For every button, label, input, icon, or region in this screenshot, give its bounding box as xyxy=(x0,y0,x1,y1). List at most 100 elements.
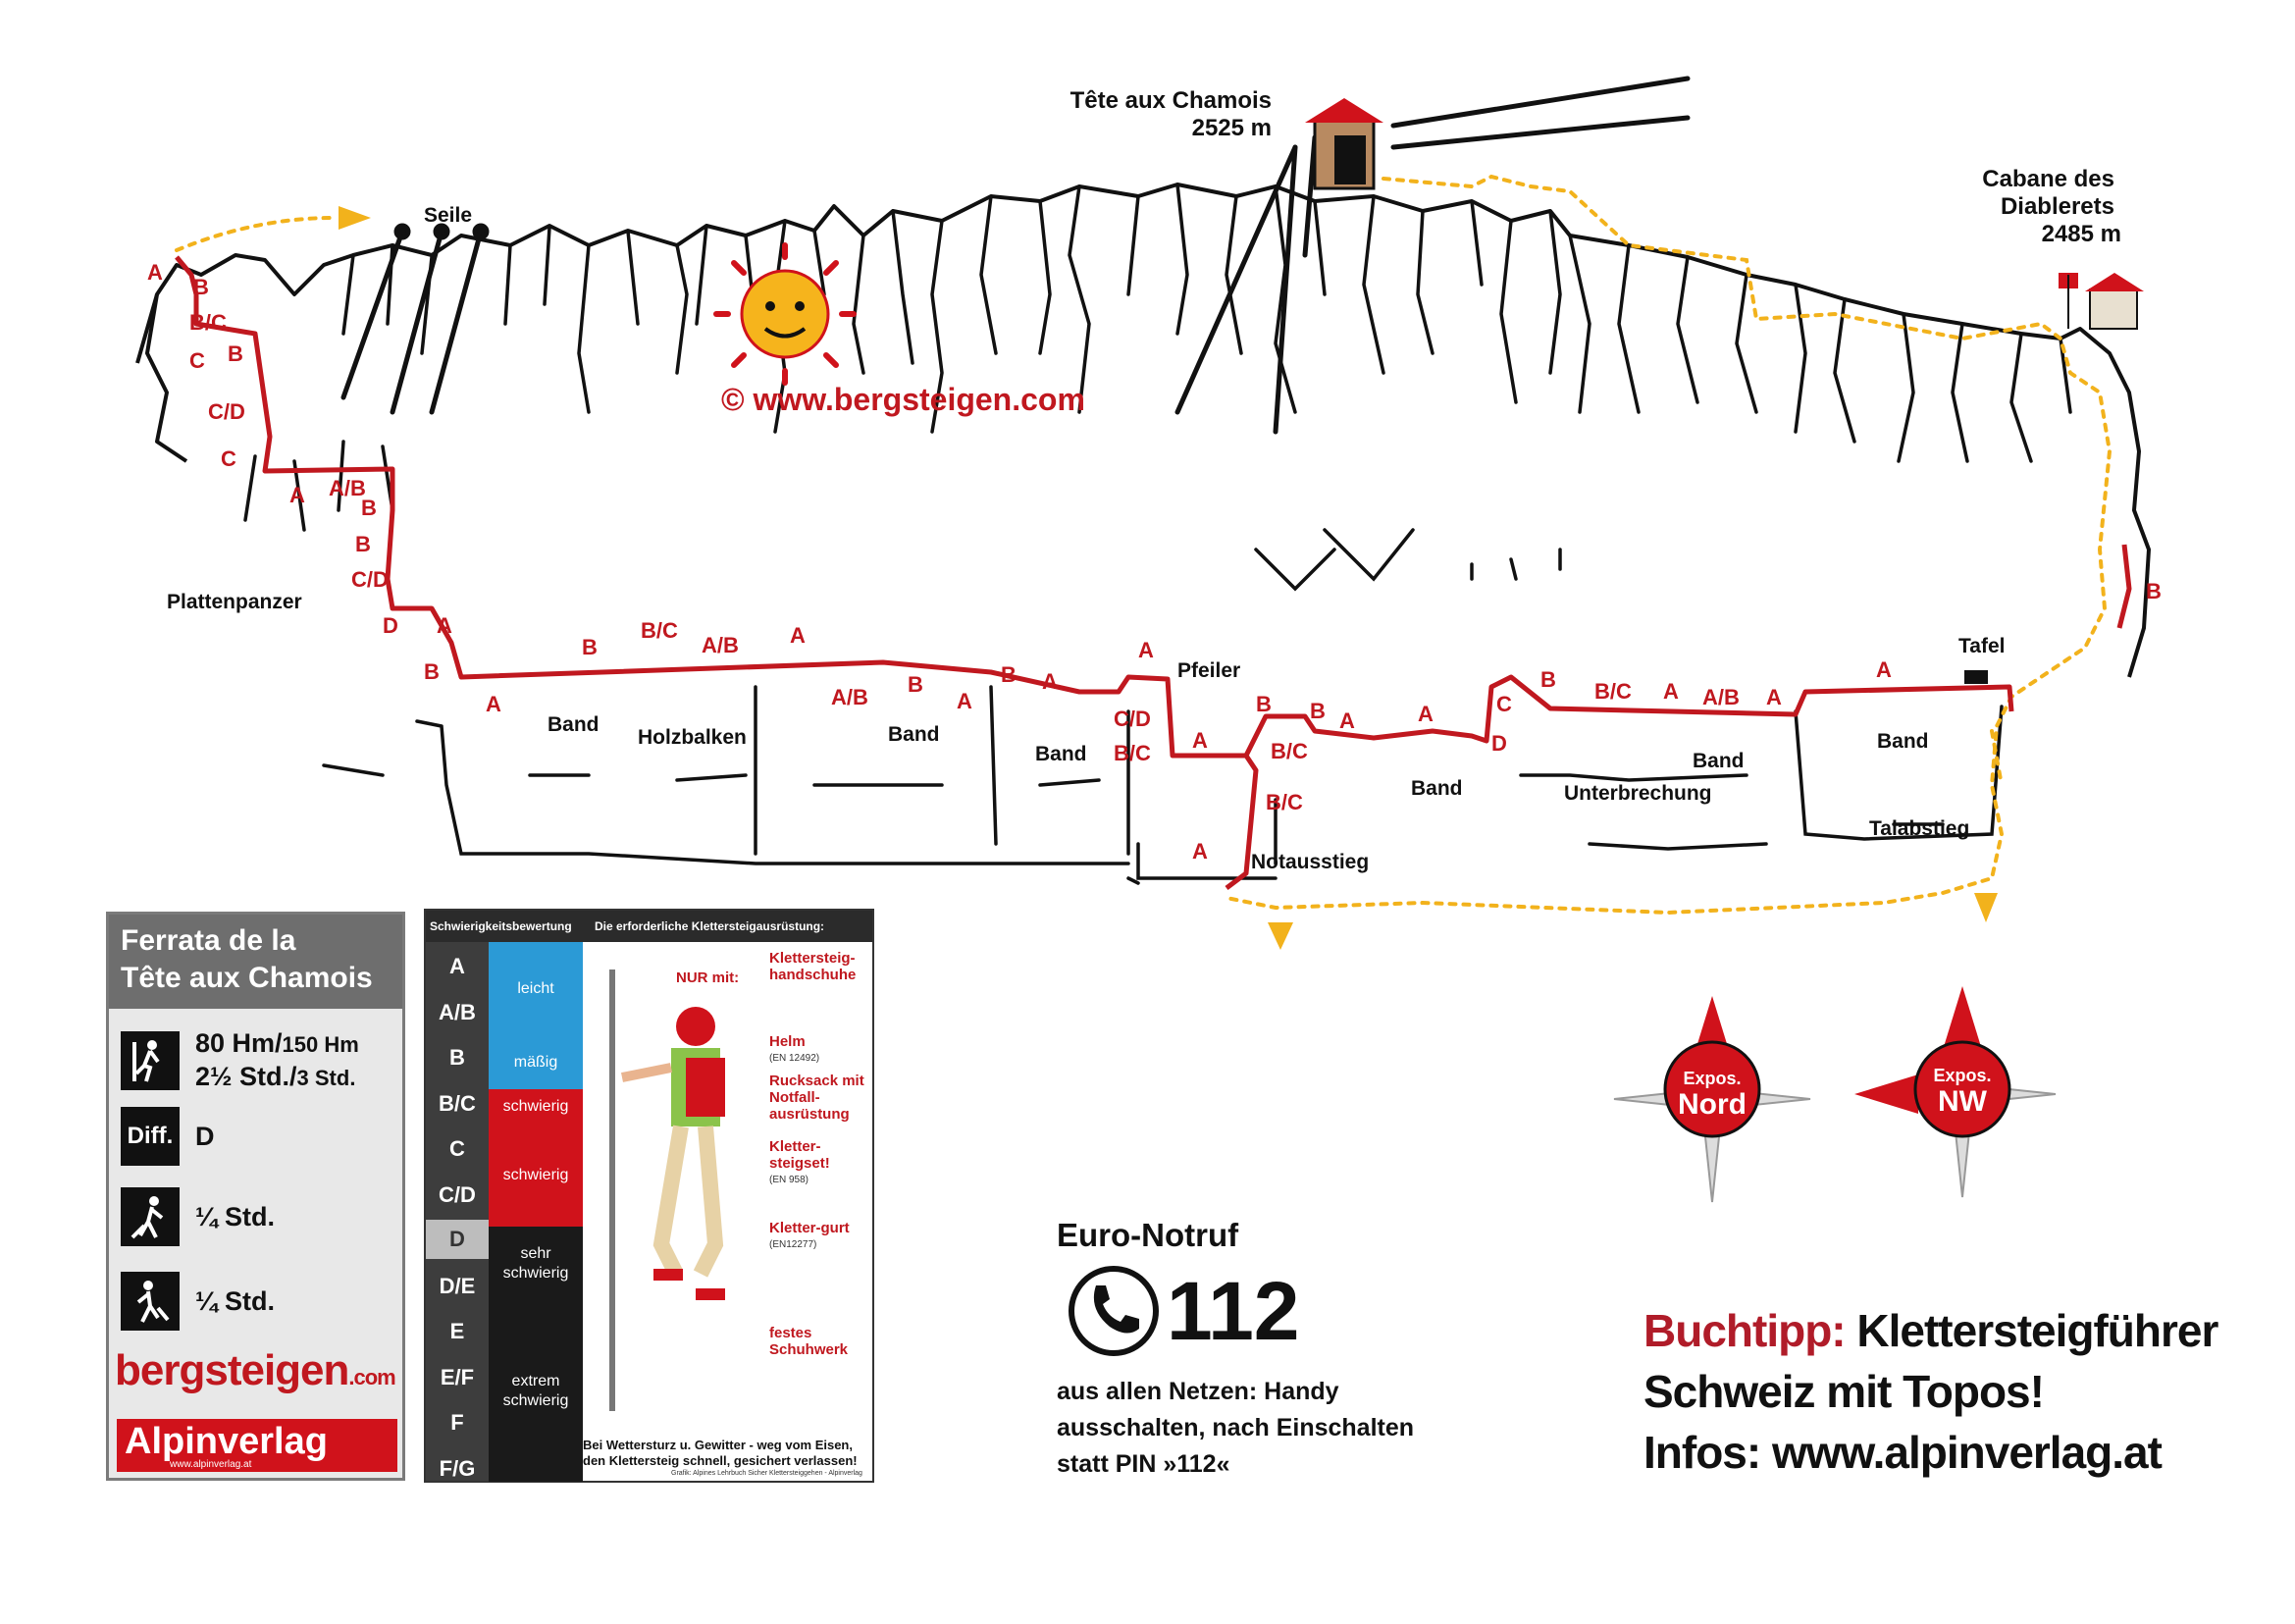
grade-scale-item: E xyxy=(449,1319,465,1343)
seile-ropes xyxy=(340,223,490,415)
route-grade-label: B xyxy=(582,635,598,659)
route-grade-label: A xyxy=(1876,657,1892,682)
tete-name: Tête aux Chamois xyxy=(1070,87,1272,114)
compass-nw-line2: NW xyxy=(1938,1085,1988,1118)
route-grade-label: B xyxy=(361,496,377,520)
route-grade-label: B xyxy=(1001,662,1017,687)
descent-row: ¼ Std. xyxy=(121,1272,275,1331)
time-alt: 3 Std. xyxy=(296,1066,356,1090)
difficulty-band: schwierig xyxy=(489,1089,583,1124)
difficulty-band: extrem schwierig xyxy=(489,1300,583,1482)
label-band-1: Band xyxy=(548,713,600,736)
route-grade-label: B xyxy=(908,672,923,697)
path-arrows xyxy=(339,206,1998,950)
tete-alt: 2525 m xyxy=(1192,115,1272,141)
descent-time: ¼ Std. xyxy=(195,1286,276,1316)
hiker-up-icon xyxy=(121,1187,180,1246)
route-grade-label: A xyxy=(1138,638,1154,662)
route-grade-label: B xyxy=(228,341,243,366)
compass-nord-line2: Nord xyxy=(1678,1088,1747,1121)
grade-scale-item: E/F xyxy=(440,1364,475,1389)
route-grade-label: D xyxy=(1491,731,1507,756)
route-grade-label: B/C xyxy=(1266,790,1303,814)
cabane-alt: 2485 m xyxy=(2042,221,2121,247)
grade-scale-item: D/E xyxy=(439,1273,476,1298)
label-talabstieg: Talabstieg xyxy=(1869,817,1969,840)
time-main: 2½ Std./ xyxy=(195,1062,297,1091)
route-line xyxy=(175,255,2132,890)
compass-nw: Expos. NW xyxy=(1854,986,2057,1198)
route-grade-label: A xyxy=(790,623,806,648)
diff-value: D xyxy=(195,1122,215,1151)
label-notausstieg: Notausstieg xyxy=(1251,851,1369,873)
route-grade-label: A xyxy=(289,483,305,507)
grade-scale-item: F/G xyxy=(439,1455,476,1481)
difficulty-band: sehr schwierig xyxy=(489,1227,583,1300)
cabane-line1: Cabane des xyxy=(1982,166,2114,192)
cable-car xyxy=(1174,76,1691,435)
graphic-credit: Grafik: Alpines Lehrbuch Sicher Kletters… xyxy=(671,1470,862,1477)
diff-badge: Diff. xyxy=(121,1107,180,1166)
difficulty-band: schwierig xyxy=(489,1124,583,1227)
book-label: Buchtipp: xyxy=(1643,1305,1847,1356)
label-plattenpanzer: Plattenpanzer xyxy=(167,591,302,613)
route-title: Ferrata de la Tête aux Chamois xyxy=(109,915,402,1009)
hiker-down-icon xyxy=(121,1272,180,1331)
route-grade-label: C/D xyxy=(1114,707,1151,731)
route-grade-label: A xyxy=(1766,685,1782,709)
route-grade-label: A/B xyxy=(329,476,366,500)
route-grade-label: C xyxy=(1496,692,1512,716)
route-grade-label: A/B xyxy=(831,685,868,709)
route-grade-label: C xyxy=(221,446,236,471)
route-grade-label: A/B xyxy=(1702,685,1740,709)
difficulty-chart-header: Schwierigkeitsbewertung Die erforderlich… xyxy=(426,911,872,942)
compass-nw-line1: Expos. xyxy=(1933,1066,1991,1085)
gear-item: Kletter-steigset!(EN 958) xyxy=(769,1138,830,1185)
route-grade-label: B xyxy=(424,659,440,684)
grade-scale-item: D xyxy=(426,1220,489,1259)
ledge-bands xyxy=(322,685,2004,885)
gear-item: Helm(EN 12492) xyxy=(769,1033,820,1064)
book-title2: Schweiz mit Topos! xyxy=(1643,1366,2045,1417)
height-main: 80 Hm/ xyxy=(195,1028,283,1058)
route-grade-label: B xyxy=(355,532,371,556)
emergency-desc: aus allen Netzen: Handy ausschalten, nac… xyxy=(1057,1374,1498,1483)
route-grade-label: B xyxy=(193,275,209,299)
route-grade-label: A xyxy=(1192,728,1208,753)
difficulty-row: Diff. D xyxy=(121,1107,215,1166)
route-grade-label: C xyxy=(189,348,205,373)
route-title-line1: Ferrata de la xyxy=(121,924,296,957)
bergsteigen-logo: bergsteigen.com xyxy=(115,1346,396,1394)
approach-paths xyxy=(175,174,2112,916)
header-right: Die erforderliche Klettersteigausrüstung… xyxy=(595,919,825,933)
grade-scale-item: A/B xyxy=(439,999,476,1024)
route-grade-label: A xyxy=(1192,839,1208,864)
grade-scale-item: B/C xyxy=(439,1090,476,1116)
gear-item: Kletter-gurt(EN12277) xyxy=(769,1220,850,1250)
route-grade-label: A/B xyxy=(702,633,739,657)
label-seile: Seile xyxy=(424,204,472,227)
route-grade-label: B xyxy=(2146,579,2162,603)
route-grade-label: B/C xyxy=(1594,679,1632,704)
route-grade-label: A xyxy=(1418,702,1434,726)
route-grade-label: B/C xyxy=(641,618,678,643)
label-band-5: Band xyxy=(1693,750,1745,772)
tafel-marker xyxy=(1964,670,1988,684)
header-left: Schwierigkeitsbewertung xyxy=(430,919,572,933)
route-grade-label: A xyxy=(957,689,972,713)
route-title-line2: Tête aux Chamois xyxy=(121,962,373,994)
hut-cabane xyxy=(2059,273,2144,330)
approach-row: ¼ Std. xyxy=(121,1187,275,1246)
route-grade-label: C/D xyxy=(208,399,245,424)
grade-scale-item: C xyxy=(449,1136,465,1161)
route-grade-label: D xyxy=(383,613,398,638)
compass-nord-line1: Expos. xyxy=(1683,1069,1741,1088)
label-holzbalken: Holzbalken xyxy=(638,726,747,749)
grade-scale-item: B xyxy=(449,1045,465,1070)
weather-warning: Bei Wettersturz u. Gewitter - weg vom Ei… xyxy=(583,1438,858,1468)
emergency-number: 112 xyxy=(1167,1265,1300,1357)
route-grade-label: A xyxy=(1042,669,1058,694)
phone-icon xyxy=(1069,1266,1159,1356)
emergency-line3: statt PIN »112« xyxy=(1057,1450,1230,1478)
